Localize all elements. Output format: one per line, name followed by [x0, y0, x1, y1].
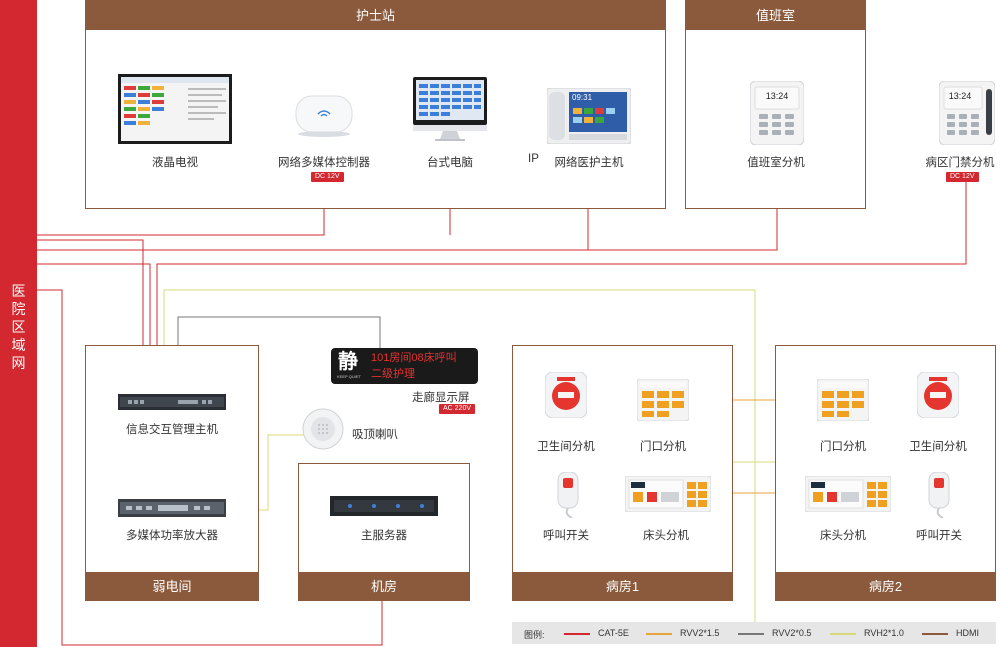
corridor-power-tag: AC 220V [439, 404, 476, 414]
zone-title: 病房2 [775, 572, 996, 601]
mm-controller-label: 网络多媒体控制器 [278, 157, 370, 169]
ip-prefix-label: IP [528, 153, 539, 165]
w1-call-switch-label: 呼叫开关 [543, 530, 589, 542]
speaker-image [302, 408, 344, 450]
zone-title: 护士站 [85, 1, 666, 30]
legend-item-rvv15: RVV2*1.5 [646, 628, 719, 638]
zone-title: 弱电间 [85, 572, 259, 601]
wire-cat5e-door [156, 180, 967, 398]
lcd-tv-label: 液晶电视 [152, 157, 198, 169]
legend-item-cat5e: CAT-5E [564, 628, 629, 638]
w1-call-switch-image [557, 472, 579, 518]
w1-toilet-ext-label: 卫生间分机 [537, 441, 595, 453]
zone-machine-room: 机房 [298, 463, 470, 601]
lcd-tv-image [118, 74, 232, 144]
server-label: 主服务器 [361, 530, 407, 542]
w1-bed-ext-image [625, 476, 711, 512]
corridor-display-char: 静 [338, 351, 358, 373]
zone-weak-room: 弱电间 [85, 345, 259, 601]
hospital-network-label: 医院区域网 [11, 283, 26, 371]
zone-title: 病房1 [512, 572, 733, 601]
ip-host-label: 网络医护主机 [554, 157, 624, 169]
wire-rvh-main [163, 289, 756, 622]
w1-door-ext-label: 门口分机 [640, 441, 686, 453]
ip-host-screen-time: 09:31 [572, 93, 593, 102]
desktop-label: 台式电脑 [427, 157, 473, 169]
legend-swatch [830, 632, 856, 635]
legend-swatch [738, 632, 764, 635]
legend-swatch [646, 632, 672, 635]
hospital-network-bar [0, 0, 37, 647]
duty-ext-screen-time: 13:24 [765, 91, 789, 101]
w1-bed-ext-label: 床头分机 [643, 530, 689, 542]
amp-image [118, 499, 226, 517]
ward-door-power-tag: DC 12V [946, 172, 979, 182]
corridor-display-line2: 二级护理 [371, 368, 415, 380]
legend-item-hdmi: HDMI [922, 628, 979, 638]
ip-host-image [547, 88, 631, 144]
corridor-display-sub: KEEP QUIET [337, 374, 361, 379]
mm-controller-power-tag: DC 12V [311, 172, 344, 182]
w2-door-ext-label: 门口分机 [820, 441, 866, 453]
info-host-image [118, 394, 226, 410]
legend-title: 图例: [524, 630, 545, 640]
w2-bed-ext-label: 床头分机 [820, 530, 866, 542]
legend-item-rvh: RVH2*1.0 [830, 628, 904, 638]
zone-title: 值班室 [685, 1, 866, 30]
zone-title: 机房 [298, 572, 470, 601]
legend-swatch [564, 632, 590, 635]
corridor-display-screen: 静 KEEP QUIET 101房间08床呼叫 二级护理 [331, 348, 478, 384]
duty-ext-image [750, 81, 804, 145]
w2-door-ext-image [817, 379, 869, 421]
legend-swatch [922, 632, 948, 635]
ward-door-ext-screen-time: 13:24 [948, 91, 972, 101]
amp-label: 多媒体功率放大器 [126, 530, 218, 542]
desktop-image [413, 77, 487, 141]
zone-ward-1: 病房1 [512, 345, 733, 601]
corridor-display-line1: 101房间08床呼叫 [371, 352, 457, 364]
wire-cat5e-duty [587, 175, 778, 251]
w2-toilet-ext-label: 卫生间分机 [909, 441, 967, 453]
w2-call-switch-image [928, 472, 950, 518]
w1-door-ext-image [637, 379, 689, 421]
w2-call-switch-label: 呼叫开关 [916, 530, 962, 542]
w2-toilet-ext-image [917, 372, 959, 418]
w2-bed-ext-image [805, 476, 891, 512]
zone-ward-2: 病房2 [775, 345, 996, 601]
legend-item-rvv05: RVV2*0.5 [738, 628, 811, 638]
ward-door-ext-image [939, 81, 995, 145]
ward-door-ext-label: 病区门禁分机 [925, 157, 995, 169]
w1-toilet-ext-image [545, 372, 587, 418]
server-image [330, 496, 438, 516]
duty-ext-label: 值班室分机 [747, 157, 805, 169]
wire-cat5e-server [37, 289, 383, 646]
mm-controller-image [295, 95, 353, 137]
info-host-label: 信息交互管理主机 [126, 424, 218, 436]
legend: 图例: CAT-5E RVV2*1.5 RVV2*0.5 RVH2*1.0 HD… [512, 622, 996, 644]
speaker-label: 吸顶喇叭 [352, 429, 398, 441]
corridor-display-label: 走廊显示屏 [412, 392, 470, 404]
